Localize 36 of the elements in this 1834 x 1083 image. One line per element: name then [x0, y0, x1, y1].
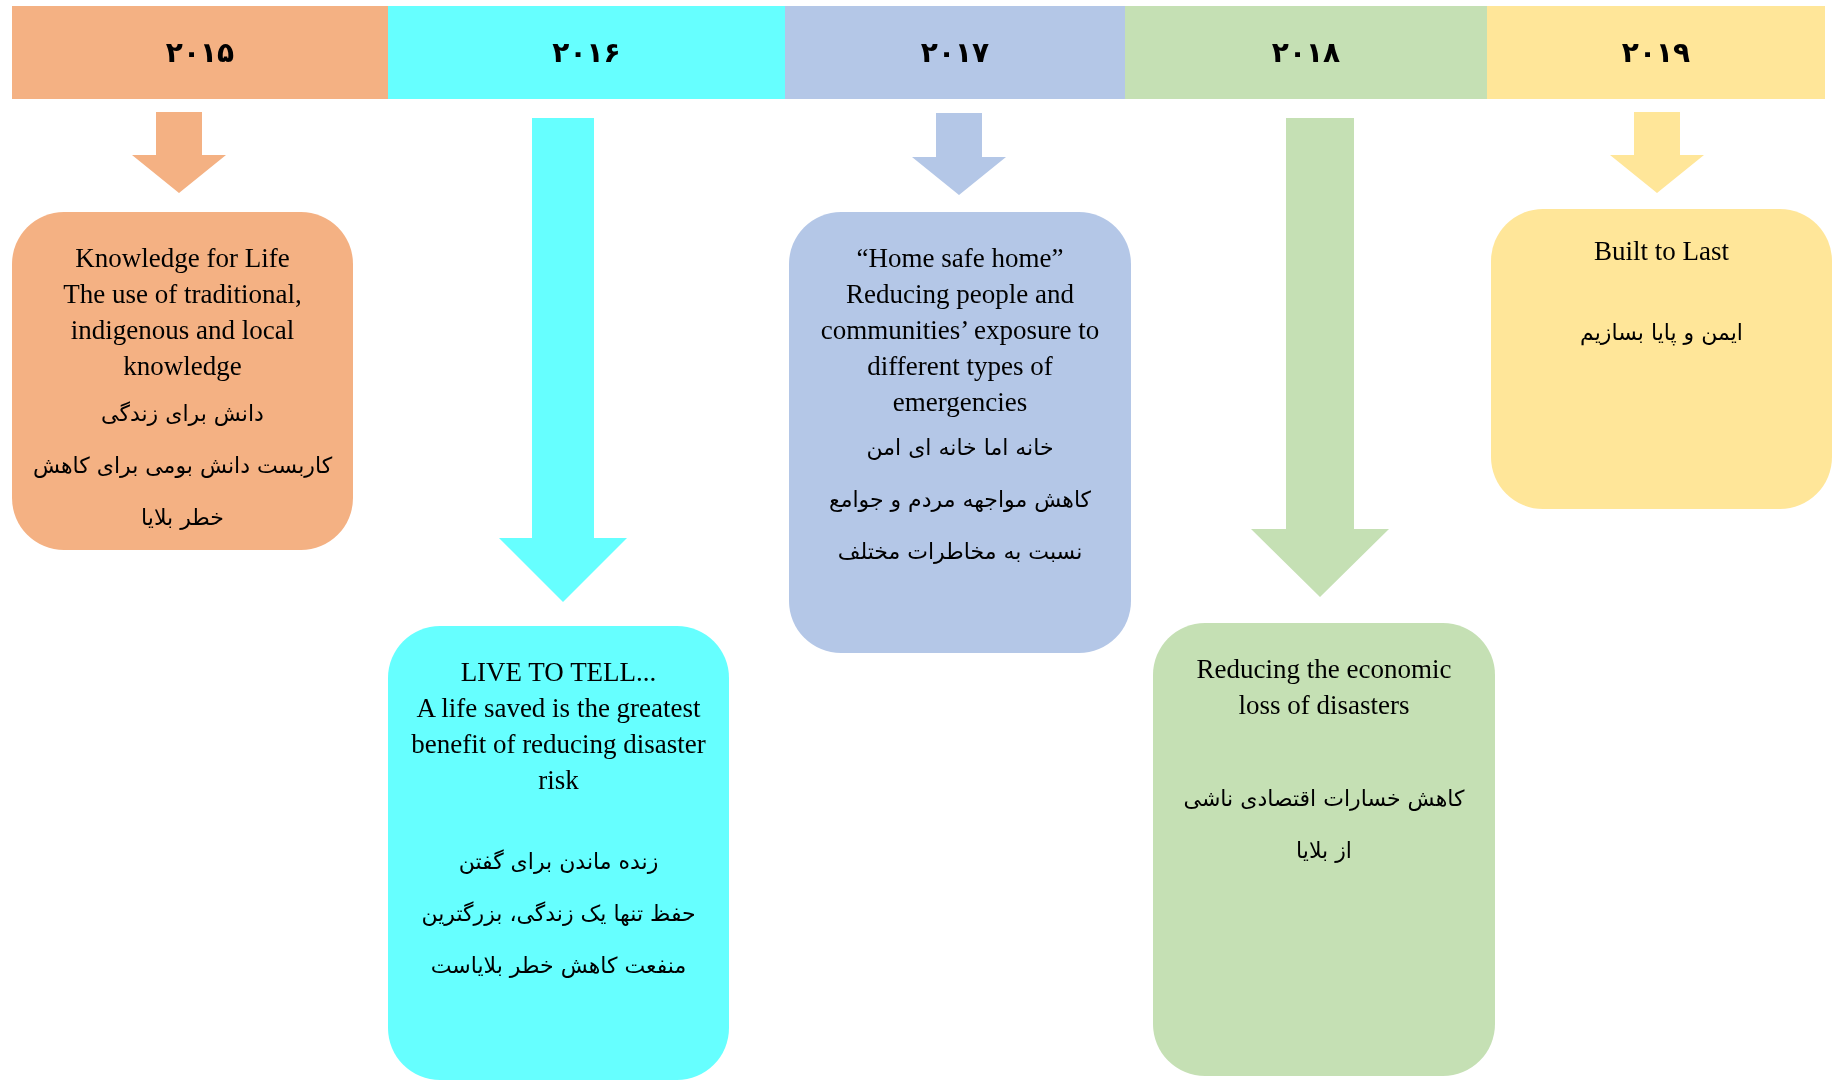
block-arrow	[132, 112, 226, 193]
english-text: Reducing the economic loss of disasters	[1195, 653, 1453, 722]
year-header	[12, 6, 388, 99]
english-text: A life saved is the greatest benefit of reducing disaster risk	[410, 692, 707, 797]
block-arrow	[912, 113, 1006, 195]
year-header	[388, 6, 785, 99]
event-card	[1491, 209, 1832, 509]
event-card	[12, 212, 353, 550]
english-text: LIVE TO TELL...	[460, 656, 657, 689]
english-text: “Home safe home”	[856, 242, 1064, 275]
english-text: Knowledge for Life	[75, 242, 290, 275]
persian-text: زنده ماندن برای گفتن	[458, 848, 659, 876]
year-header	[1125, 6, 1487, 99]
english-text: The use of traditional, indigenous and local knowledge	[62, 278, 303, 383]
year-header	[785, 6, 1125, 99]
year-label: ۲۰۱۷	[920, 34, 990, 71]
year-label: ۲۰۱۵	[165, 34, 235, 71]
persian-text: دانش برای زندگی	[101, 400, 264, 428]
persian-text: خانه اما خانه ای امن	[866, 434, 1054, 462]
english-text: Built to Last	[1594, 235, 1729, 268]
year-label: ۲۰۱۶	[552, 34, 621, 71]
persian-text: کاهش خسارات اقتصادی ناشی از بلایا	[1182, 785, 1466, 865]
block-arrow	[1251, 118, 1389, 597]
year-label: ۲۰۱۹	[1621, 34, 1691, 71]
english-text: Reducing people and communities’ exposure to different types of emergencies	[819, 278, 1101, 419]
year-label: ۲۰۱۸	[1271, 34, 1341, 71]
year-header	[1487, 6, 1825, 99]
block-arrow	[1610, 112, 1704, 193]
persian-text: کاربست دانش بومی برای کاهش خطر بلایا	[31, 452, 334, 532]
event-card	[388, 626, 729, 1080]
block-arrow	[499, 118, 627, 602]
persian-text: حفظ تنها یک زندگی، بزرگترین منفعت کاهش خطر بلایاست	[420, 900, 697, 980]
persian-text: ایمن و پایا بسازیم	[1580, 319, 1743, 348]
persian-text: کاهش مواجهه مردم و جوامع نسبت به مخاطرات مختلف	[827, 486, 1093, 566]
event-card	[1153, 623, 1495, 1076]
event-card	[789, 212, 1131, 653]
